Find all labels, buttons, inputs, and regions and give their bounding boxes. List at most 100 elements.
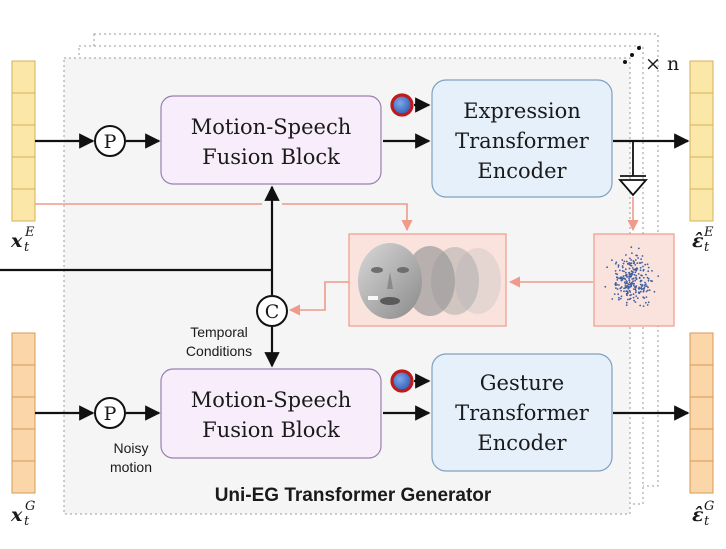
noise-point: [614, 270, 617, 272]
noise-point: [634, 271, 637, 274]
noise-point: [624, 278, 627, 280]
noise-point: [617, 293, 620, 296]
noise-point: [636, 267, 639, 270]
noise-point: [618, 277, 621, 280]
noise-point: [629, 264, 632, 267]
noise-point: [618, 269, 621, 272]
fusion-bottom-line-1: Motion-Speech: [191, 388, 352, 412]
noise-point: [628, 279, 631, 282]
gesture-line-2: Transformer: [455, 401, 590, 425]
noise-point: [625, 274, 628, 276]
noise-point: [631, 273, 634, 275]
noise-point: [628, 267, 631, 270]
repeat-dot: [623, 60, 627, 64]
temporal-conditions-label: Temporal Conditions: [186, 324, 252, 359]
noise-point: [615, 261, 618, 264]
noise-point: [613, 293, 616, 295]
noise-point: [619, 297, 622, 300]
noise-point: [639, 279, 642, 282]
noise-point: [604, 285, 607, 288]
fusion-block-bottom: Motion-Speech Fusion Block: [160, 368, 382, 459]
noise-point: [621, 270, 624, 272]
noise-point: [636, 262, 639, 264]
noise-point: [635, 295, 638, 297]
noise-point: [630, 285, 632, 288]
noise-point: [627, 283, 629, 285]
input-token-column-gesture: [11, 332, 36, 494]
noise-point: [630, 270, 633, 273]
noise-point: [637, 257, 639, 259]
noise-point: [634, 301, 637, 303]
fusion-top-line-1: Motion-Speech: [191, 115, 352, 139]
noise-point: [611, 298, 614, 300]
noise-point: [642, 296, 645, 298]
noise-point: [625, 290, 628, 293]
p-operator-top: P: [94, 125, 126, 157]
noise-point: [625, 260, 628, 263]
fusion-bottom-line-2: Fusion Block: [202, 418, 340, 442]
noise-point: [629, 294, 631, 297]
noise-point: [618, 284, 620, 286]
noise-point: [651, 270, 653, 272]
noise-scatter-panel: [593, 233, 675, 327]
noise-point: [615, 282, 617, 284]
noise-point: [636, 254, 638, 257]
main-flow: [0, 97, 690, 421]
noise-point: [626, 292, 629, 295]
noise-point: [630, 273, 632, 275]
noise-point: [631, 267, 634, 269]
face-sequence-panel: [348, 233, 507, 327]
noise-point: [639, 290, 642, 293]
gesture-transformer-encoder: Gesture Transformer Encoder: [431, 353, 613, 472]
symbol-x-sub: t: [24, 514, 30, 529]
symbol-eps-main: ε̂: [692, 230, 704, 252]
noise-point: [638, 292, 640, 295]
noise-point: [641, 255, 644, 257]
symbol-eps-sup: G: [704, 499, 714, 514]
repeat-indicator: × n: [623, 46, 679, 75]
noise-point: [657, 275, 660, 277]
noise-point: [638, 276, 641, 279]
noise-point: [617, 264, 620, 267]
feedback-arrow-to-faces: [282, 203, 413, 232]
noise-point: [629, 291, 632, 293]
noise-point: [634, 286, 637, 289]
noise-point: [630, 246, 633, 249]
feedback-arrow-faces-to-c: [288, 281, 349, 316]
noise-point: [616, 279, 619, 281]
noise-point: [632, 260, 635, 262]
noise-point: [637, 273, 640, 275]
noise-point: [645, 273, 647, 276]
symbol-x-t-e: x t E: [10, 225, 35, 255]
noise-point: [614, 262, 617, 265]
input-token-column-expression: [11, 60, 36, 222]
fusion-block-top: Motion-Speech Fusion Block: [160, 95, 382, 185]
symbol-x-sup: G: [25, 499, 35, 514]
noise-point: [625, 304, 628, 306]
noise-point: [647, 301, 650, 304]
noise-point: [621, 266, 624, 269]
gesture-line-3: Encoder: [477, 431, 567, 455]
noise-point: [623, 281, 626, 283]
noise-point: [645, 285, 648, 288]
noise-point: [647, 270, 650, 273]
noise-point: [620, 290, 622, 292]
noise-point: [623, 270, 625, 273]
noise-point: [651, 280, 653, 283]
noise-point: [644, 301, 647, 304]
noise-point: [641, 261, 643, 264]
noise-point: [634, 291, 637, 294]
symbol-x-main: x: [10, 504, 23, 526]
symbol-x-sup: E: [24, 225, 35, 240]
noise-point: [635, 290, 637, 292]
noisy-line-1: Noisy: [113, 440, 148, 456]
noise-point: [621, 276, 623, 279]
noise-point: [633, 262, 635, 264]
symbol-eps-sub: t: [704, 514, 710, 529]
noise-point: [642, 268, 645, 271]
noise-point: [645, 283, 647, 286]
repeat-dot: [630, 53, 634, 57]
noise-point: [627, 262, 629, 265]
noise-point: [628, 271, 631, 274]
